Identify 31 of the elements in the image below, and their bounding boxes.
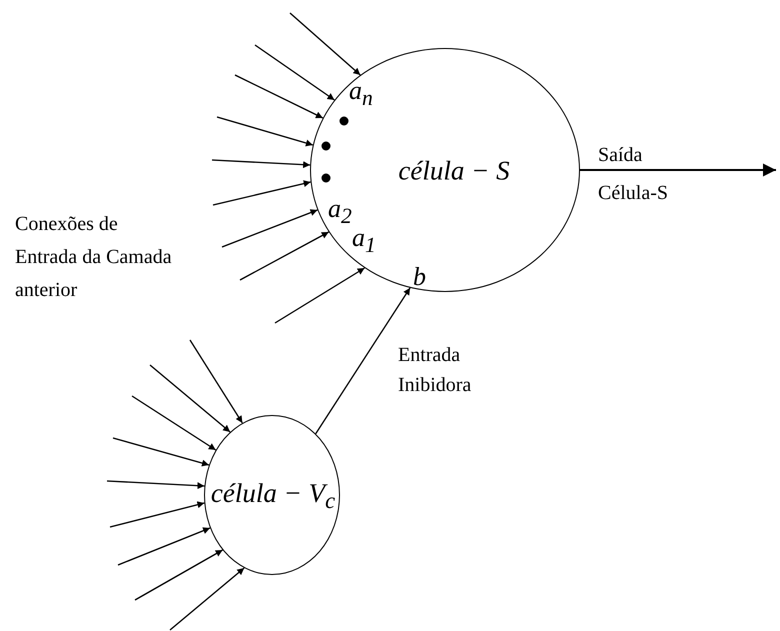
arrow xyxy=(118,527,210,566)
annotation: Conexões de Entrada da Camada anterior xyxy=(15,212,173,303)
weight-symbol: a$_{1}$ xyxy=(352,225,376,258)
arrow xyxy=(274,267,365,324)
arrow xyxy=(212,159,310,168)
arrow xyxy=(132,395,216,451)
cell-circle xyxy=(204,415,340,575)
arrow xyxy=(240,231,330,281)
arrow xyxy=(580,164,776,176)
arrow xyxy=(212,180,311,206)
weight-symbol: a$_{n}$ xyxy=(349,78,373,112)
arrow xyxy=(315,288,411,434)
arrow xyxy=(254,44,335,101)
arrow xyxy=(170,568,245,630)
edge-label: Saída Célula-S xyxy=(598,143,669,206)
arrow xyxy=(222,209,318,248)
cell-name: célula − V$_{c}$ xyxy=(210,478,336,514)
arrow xyxy=(110,501,204,528)
cell-circle xyxy=(310,48,580,292)
arrow xyxy=(134,549,223,601)
arrow xyxy=(189,340,243,424)
arrow xyxy=(234,74,324,119)
weight-symbol: b xyxy=(413,264,426,289)
arrow xyxy=(216,116,314,146)
weight-symbol: a$_{2}$ xyxy=(328,196,352,230)
cell-name: célula − S xyxy=(398,156,510,186)
arrow xyxy=(106,480,204,490)
arrow xyxy=(112,437,210,466)
arrow xyxy=(150,364,230,432)
edge-label: Entrada Inibidora xyxy=(398,343,472,398)
arrow xyxy=(290,12,361,76)
